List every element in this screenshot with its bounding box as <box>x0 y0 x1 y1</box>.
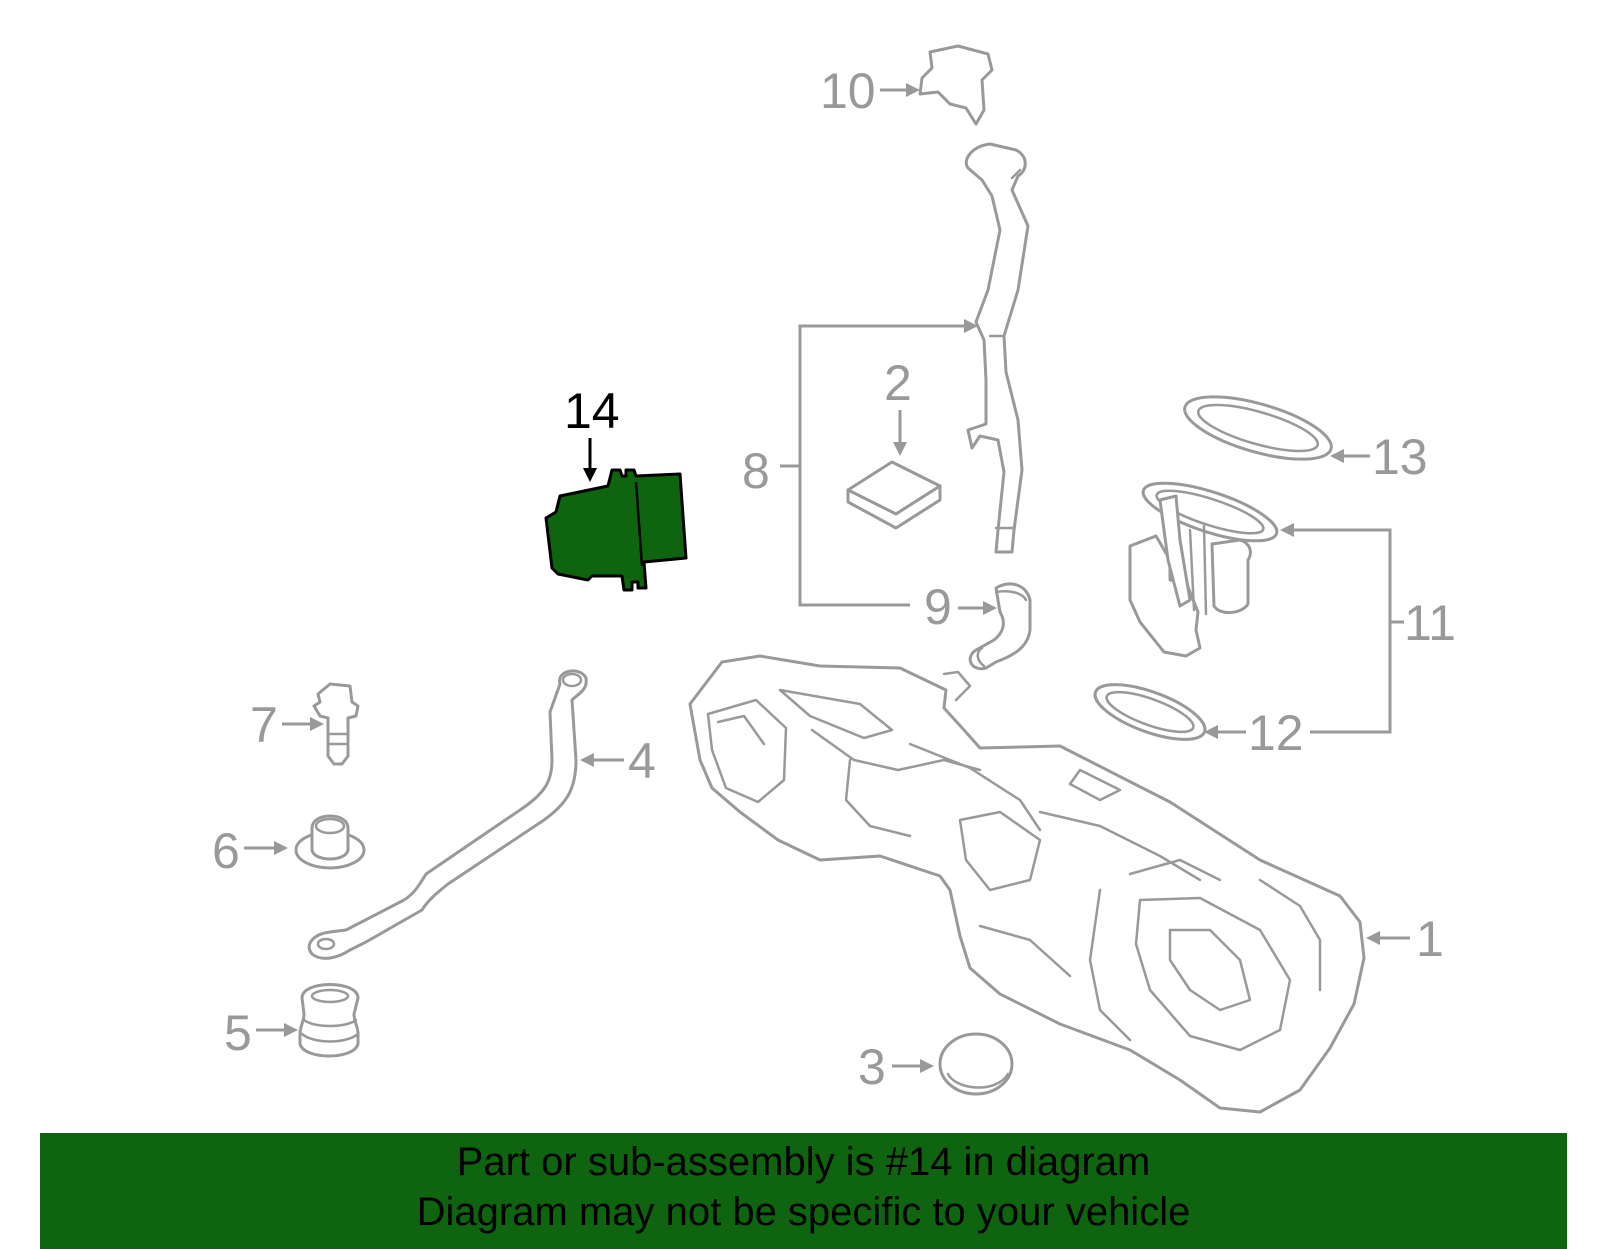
part-5-bushing[interactable] <box>298 983 360 1058</box>
part-4-strap[interactable] <box>307 669 588 960</box>
bracket-8 <box>798 324 966 607</box>
callout-13: 13 <box>1372 429 1428 485</box>
part-9-hose[interactable] <box>968 582 1032 671</box>
part-14-module[interactable] <box>544 468 688 592</box>
info-banner: Part or sub-assembly is #14 in diagram D… <box>40 1133 1567 1249</box>
callout-4: 4 <box>628 733 656 789</box>
callout-5: 5 <box>224 1005 252 1061</box>
callout-12: 12 <box>1248 705 1304 761</box>
callout-11: 11 <box>1404 595 1456 651</box>
callout-10: 10 <box>820 63 876 119</box>
part-13-seal-ring[interactable] <box>1178 384 1337 472</box>
arrow-8 <box>964 319 978 333</box>
part-10-fuel-cap[interactable] <box>918 44 994 126</box>
bracket-11 <box>1300 528 1392 734</box>
part-12-gasket[interactable] <box>1089 673 1212 750</box>
arrow-2 <box>893 442 907 456</box>
arrow-4 <box>580 753 594 767</box>
arrow-6 <box>274 841 288 855</box>
banner-disclaimer: Diagram may not be specific to your vehi… <box>416 1190 1191 1234</box>
part-8-filler-neck[interactable] <box>964 142 1030 554</box>
callout-8: 8 <box>742 443 770 499</box>
arrow-11 <box>1280 523 1294 537</box>
arrow-13 <box>1330 449 1344 463</box>
part-2-pad[interactable] <box>846 460 942 530</box>
part-1-fuel-tank[interactable] <box>688 654 1366 1114</box>
part-11-fuel-pump[interactable] <box>1128 471 1283 658</box>
callout-2: 2 <box>884 355 912 411</box>
arrow-10 <box>906 83 920 97</box>
callout-14: 14 <box>564 383 620 439</box>
arrow-5 <box>284 1023 298 1037</box>
arrow-3 <box>920 1059 934 1073</box>
arrow-7 <box>310 717 324 731</box>
banner-part-note: Part or sub-assembly is #14 in diagram <box>456 1140 1151 1184</box>
callout-7: 7 <box>250 697 278 753</box>
callout-3: 3 <box>858 1039 886 1095</box>
part-7-bolt[interactable] <box>312 682 360 766</box>
callout-6: 6 <box>212 823 240 879</box>
arrow-12 <box>1204 725 1218 739</box>
callout-1: 1 <box>1416 911 1444 967</box>
arrow-9 <box>983 601 997 615</box>
arrow-1 <box>1366 931 1380 945</box>
callout-9: 9 <box>924 579 952 635</box>
arrow-14 <box>583 468 597 482</box>
part-3-plug[interactable] <box>938 1032 1014 1096</box>
part-6-grommet[interactable] <box>294 814 366 870</box>
